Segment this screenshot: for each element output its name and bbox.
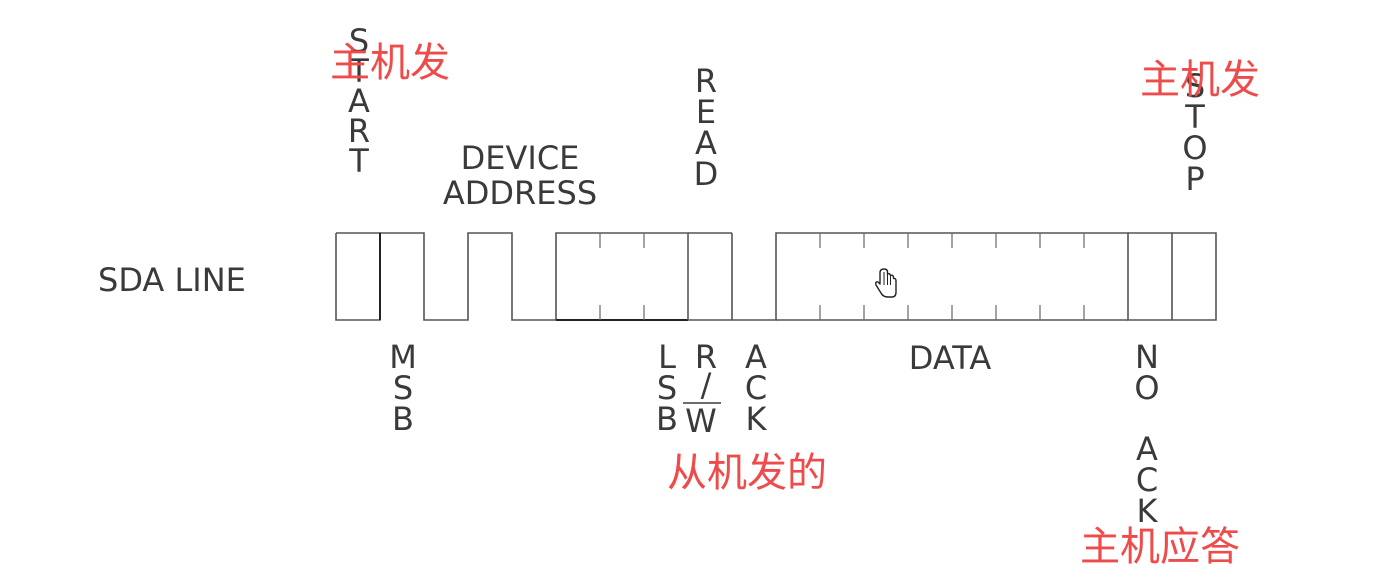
annotation-slave-sends: 从机发的 (667, 450, 827, 496)
annotation-master-ack: 主机应答 (1080, 524, 1240, 570)
sda-waveform (335, 232, 1217, 321)
hand-pointer-icon (875, 268, 897, 298)
annotation-master-sends-start: 主机发 (330, 40, 450, 86)
device-address-label-line1: DEVICE (461, 139, 580, 177)
annotation-master-sends-stop: 主机发 (1140, 57, 1260, 103)
rw-label-r: R (695, 338, 717, 376)
device-address-label-line2: ADDRESS (443, 174, 597, 212)
sda-signal-bits (379, 232, 1217, 321)
sda-signal-trace (335, 232, 381, 321)
rw-label-w: W (685, 402, 717, 440)
sda-line-label: SDA LINE (98, 261, 246, 299)
data-label: DATA (909, 339, 992, 377)
rw-label-slash: / (701, 366, 712, 404)
